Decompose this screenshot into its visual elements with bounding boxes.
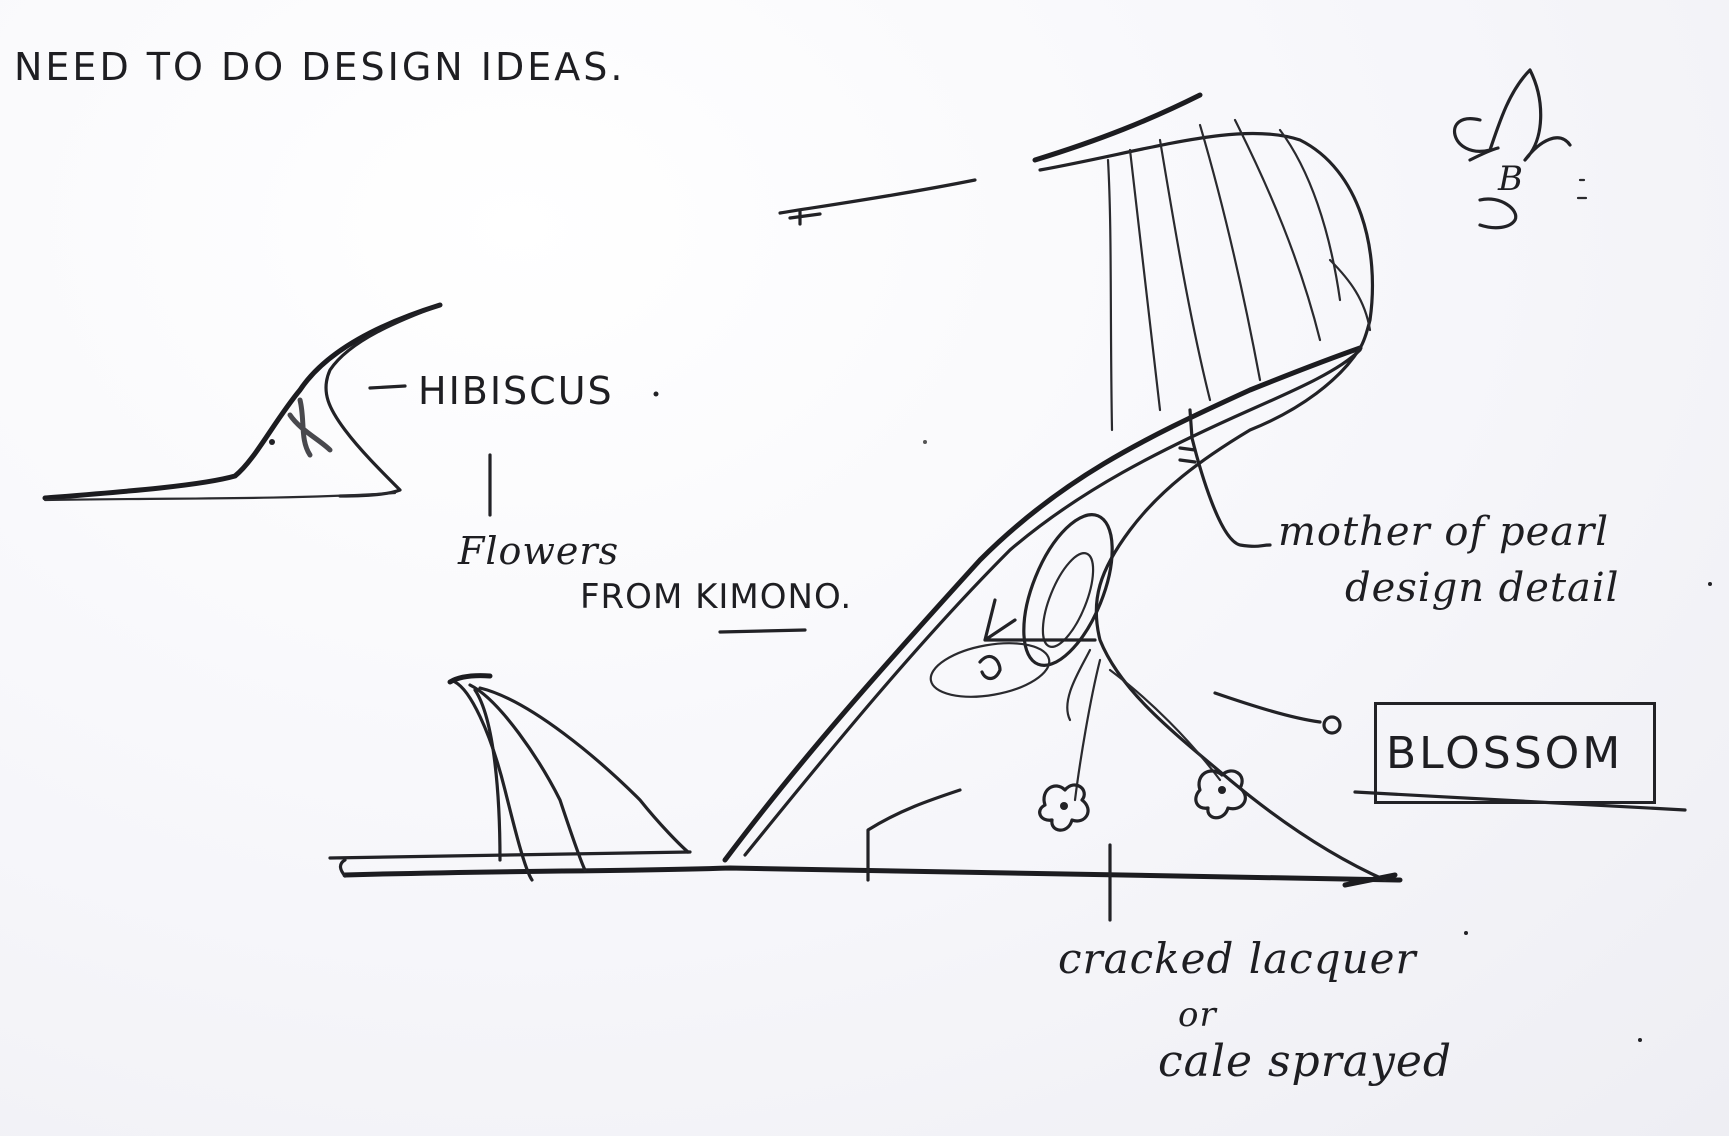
small-shoe-sketch	[42, 302, 443, 502]
label-or: or	[1178, 995, 1217, 1035]
label-blossom: BLOSSOM	[1386, 728, 1624, 779]
blossom-pointer	[1213, 691, 1322, 724]
main-shoe-sole	[342, 865, 1403, 883]
label-from-kimono: FROM KIMONO.	[580, 577, 853, 617]
label-hibiscus: HIBISCUS	[418, 369, 614, 413]
kimono-underline	[718, 628, 807, 634]
label-cale-sprayed: cale sprayed	[1158, 1036, 1453, 1087]
label-flowers: Flowers	[458, 529, 620, 573]
mother-of-pearl-pointer	[1188, 408, 1272, 548]
flower-left	[1038, 783, 1090, 832]
flower-right	[1194, 769, 1247, 820]
blossom-box	[1374, 702, 1656, 804]
hibiscus-pointer	[368, 384, 407, 390]
sketch-heading: NEED TO DO DESIGN IDEAS.	[14, 45, 626, 89]
label-mother-of-pearl: mother of pearl	[1278, 509, 1609, 555]
label-cracked-lacquer: cracked lacquer	[1058, 934, 1417, 983]
doodle-initial: B	[1498, 159, 1524, 199]
label-design-detail: design detail	[1345, 565, 1620, 611]
flower-doodle	[1453, 68, 1588, 230]
